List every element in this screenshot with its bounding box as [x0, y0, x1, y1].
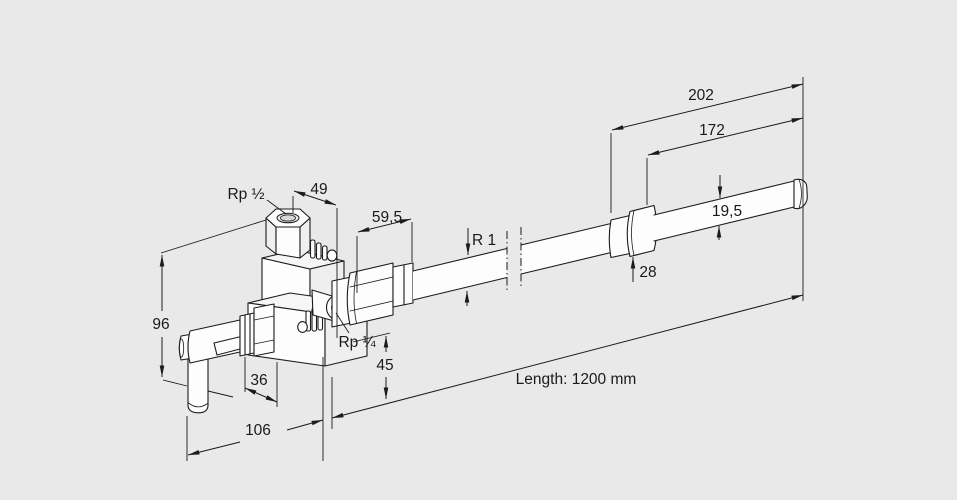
dim-45-label: 45	[376, 357, 393, 374]
dim-r1-label: R 1	[472, 232, 496, 249]
dim-36	[244, 357, 278, 407]
dim-106	[186, 357, 324, 461]
pilot-burner-head	[178, 303, 275, 414]
dim-202	[610, 83, 804, 213]
dim-59-5-label: 59,5	[372, 209, 402, 226]
dim-172-label: 172	[699, 122, 725, 139]
leader-rp-quarter	[335, 312, 350, 334]
dim-length	[331, 294, 804, 429]
head-notch	[213, 342, 241, 356]
dim-19-5-label: 19,5	[712, 203, 742, 220]
dim-49	[292, 190, 338, 338]
union-ring	[392, 262, 414, 308]
dim-106-label: 106	[245, 422, 271, 439]
dim-96-label: 96	[152, 316, 169, 333]
head-rings	[239, 312, 255, 357]
dim-36-label: 36	[250, 372, 267, 389]
head-hex-collar	[253, 303, 275, 357]
dim-96	[159, 219, 267, 398]
dim-19-5	[716, 175, 723, 240]
tube-collar	[626, 204, 658, 258]
dim-45	[352, 332, 391, 399]
top-test-nipple	[309, 239, 338, 262]
head-cylinder	[187, 319, 241, 364]
dim-59-5	[356, 218, 413, 293]
dim-r1	[464, 228, 471, 306]
top-hex-boss	[265, 208, 311, 259]
dimension-labels: 96 36 106 45 49 Rp ½ Rp ¼ 59,5 R 1 Lengt…	[152, 87, 742, 439]
down-tube	[187, 351, 209, 414]
dim-172	[646, 117, 804, 205]
dim-49-label: 49	[310, 181, 327, 198]
tube-break-marks	[506, 227, 522, 293]
leader-rp-half	[266, 199, 287, 215]
rp-half-label: Rp ½	[227, 186, 264, 203]
dim-28-label: 28	[639, 264, 656, 281]
burner-tube	[412, 178, 808, 301]
dim-202-label: 202	[688, 87, 714, 104]
dimension-annotations	[159, 77, 804, 461]
length-note-label: Length: 1200 mm	[516, 371, 637, 388]
rp-quarter-label: Rp ¼	[338, 334, 376, 351]
union-nut	[346, 262, 394, 326]
outlet-test-nipple-cap	[297, 321, 308, 333]
tube-tip-cap	[793, 178, 808, 210]
tube-ring	[608, 214, 631, 259]
